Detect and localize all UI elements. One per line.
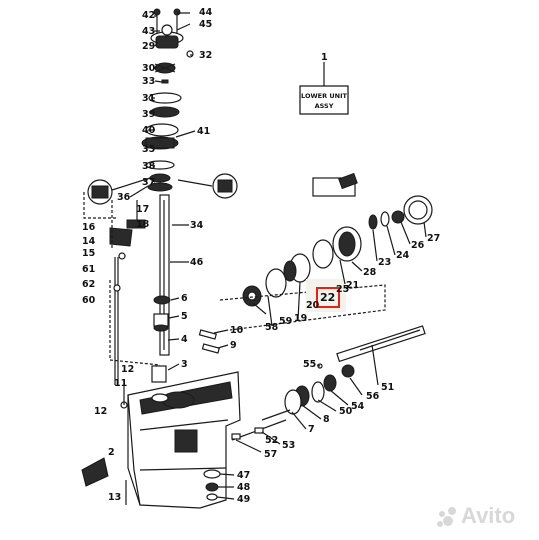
callout-55: 55	[303, 359, 316, 370]
callout-19: 19	[294, 313, 307, 324]
callout-34: 34	[190, 220, 204, 231]
callout-12a: 12	[121, 364, 134, 375]
watermark-text: Avito	[461, 503, 515, 528]
callout-46: 46	[190, 257, 204, 268]
assembly-label-line1: LOWER UNIT	[301, 92, 347, 100]
callout-7: 7	[308, 424, 315, 435]
callout-16: 16	[82, 222, 96, 233]
callout-50: 50	[339, 406, 353, 417]
callout-43: 43	[142, 26, 155, 37]
callout-9: 9	[230, 340, 237, 351]
callout-44: 44	[199, 7, 213, 18]
callout-22-highlighted: 22	[320, 291, 335, 304]
callout-21: 21	[346, 280, 359, 291]
callout-49: 49	[237, 494, 250, 505]
callout-3: 3	[181, 359, 188, 370]
callout-29: 29	[142, 41, 155, 52]
callout-53: 53	[282, 440, 295, 451]
highlight-box	[316, 287, 340, 308]
callout-61: 61	[82, 264, 95, 275]
callout-62: 62	[82, 279, 95, 290]
callout-8: 8	[323, 414, 330, 425]
callout-37: 37	[142, 177, 155, 188]
callout-5: 5	[181, 311, 188, 322]
callout-47: 47	[237, 470, 250, 481]
callout-56: 56	[366, 391, 380, 402]
callout-14: 14	[82, 236, 96, 247]
assembly-label: LOWER UNIT ASSY	[299, 62, 349, 115]
callout-32: 32	[199, 50, 212, 61]
callout-24: 24	[396, 250, 410, 261]
callout-33: 33	[142, 76, 155, 87]
callout-25: 25	[336, 284, 349, 295]
callout-23: 23	[378, 257, 391, 268]
callout-20: 20	[306, 300, 320, 311]
callout-51: 51	[381, 382, 394, 393]
callout-45: 45	[199, 19, 212, 30]
callout-54: 54	[351, 401, 365, 412]
callout-10: 10	[230, 325, 244, 336]
callout-41: 41	[197, 126, 210, 137]
callout-30: 30	[142, 63, 156, 74]
drive-shaft-stack	[141, 8, 194, 383]
callout-12b: 12	[94, 406, 107, 417]
gearcase-housing	[81, 329, 241, 509]
callout-11: 11	[114, 378, 127, 389]
assembly-label-line2: ASSY	[315, 102, 334, 110]
leader-lines	[129, 12, 427, 500]
callout-6: 6	[181, 293, 188, 304]
callout-17: 17	[136, 204, 149, 215]
callout-59: 59	[279, 316, 292, 327]
callout-39: 39	[142, 109, 155, 120]
watermark: Avito	[437, 503, 515, 528]
callout-4: 4	[181, 334, 188, 345]
callout-48: 48	[237, 482, 251, 493]
callout-15: 15	[82, 248, 95, 259]
callout-13: 13	[108, 492, 121, 503]
callout-28: 28	[363, 267, 377, 278]
callout-26: 26	[411, 240, 425, 251]
callout-36: 36	[117, 192, 131, 203]
callout-27: 27	[427, 233, 440, 244]
callout-31: 31	[142, 93, 155, 104]
callout-18: 18	[136, 219, 150, 230]
callout-1: 1	[321, 52, 328, 63]
callout-52: 52	[265, 435, 278, 446]
callout-2: 2	[108, 447, 115, 458]
callout-42: 42	[142, 10, 155, 21]
callout-38: 38	[142, 161, 156, 172]
callout-35: 35	[142, 144, 155, 155]
forward-gear-group	[219, 172, 433, 331]
callout-58: 58	[265, 322, 279, 333]
shift-rod-assembly	[83, 173, 238, 385]
callout-60: 60	[82, 295, 96, 306]
callout-57: 57	[264, 449, 277, 460]
